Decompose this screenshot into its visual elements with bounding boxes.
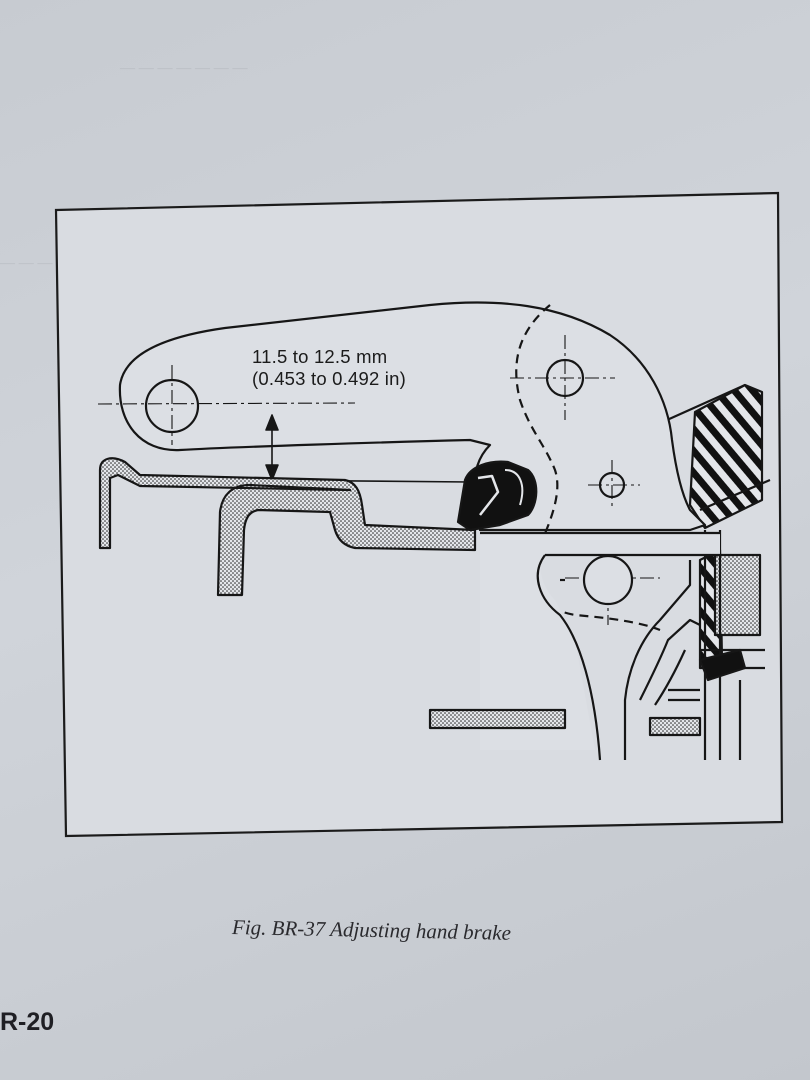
brake-rod-dotted [98, 457, 477, 597]
cable-guide [639, 618, 701, 706]
lower-rod-dotted [428, 708, 567, 730]
lower-body-outline [536, 554, 602, 761]
dimension-imperial: (0.453 to 0.492 in) [252, 368, 406, 389]
rod-connector [456, 460, 538, 532]
rod-connector-highlight [504, 469, 524, 506]
centerlines [97, 335, 660, 625]
hand-brake-lever [118, 301, 707, 532]
ratchet-outline-hidden [515, 304, 661, 632]
lower-body-outline-inner [623, 560, 692, 760]
dimension-arrow [265, 414, 279, 481]
rod-connector-highlight [477, 474, 500, 516]
dimension-label: 11.5 to 12.5 mm (0.453 to 0.492 in) [252, 346, 406, 390]
lever-pivot-hole [144, 378, 200, 434]
lower-rod-dotted-right [648, 716, 702, 737]
cable-guide-black [698, 648, 747, 682]
page-number: R-20 [0, 1008, 55, 1036]
dimension-metric: 11.5 to 12.5 mm [252, 346, 388, 367]
housing-dotted-block [713, 553, 762, 637]
housing-outline [666, 383, 771, 760]
lower-pivot-hole [582, 554, 634, 606]
